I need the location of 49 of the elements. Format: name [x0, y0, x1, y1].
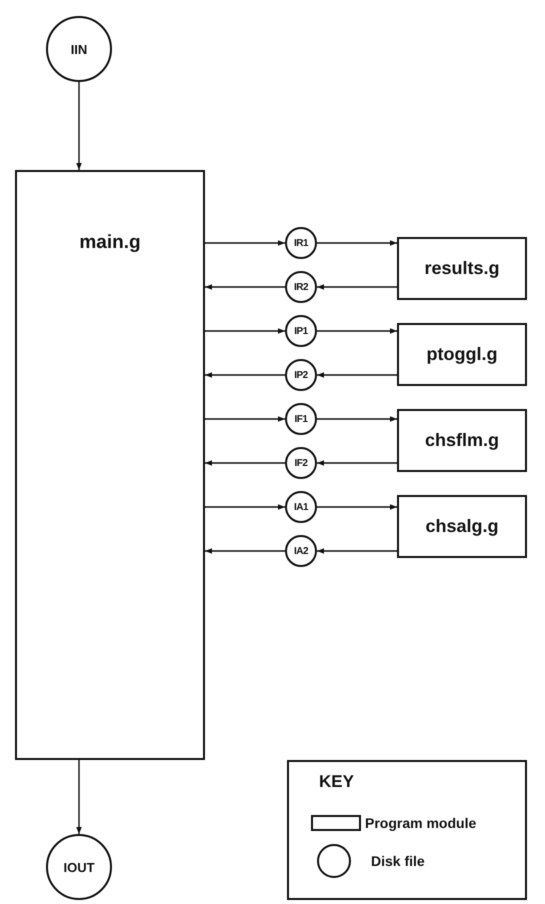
disk-file-circle — [285, 535, 317, 567]
disk-file-circle — [285, 271, 317, 303]
node-label: IP2 — [294, 370, 308, 380]
arrow — [205, 460, 285, 466]
legend-label: Program module — [365, 815, 476, 831]
arrow — [205, 548, 285, 554]
disk-file-circle — [285, 227, 317, 259]
node-label: results.g — [424, 258, 500, 279]
key-title: KEY — [319, 772, 355, 792]
disk-file-circle — [285, 403, 317, 435]
node-label: IF1 — [294, 414, 308, 424]
node-label: IR1 — [294, 238, 308, 248]
arrow — [317, 284, 397, 290]
node-label: IR2 — [294, 282, 308, 292]
arrow — [317, 372, 397, 378]
legend-label: Disk file — [371, 853, 425, 869]
node-label: main.g — [79, 232, 141, 254]
node-label: chsalg.g — [425, 516, 499, 537]
arrow — [317, 240, 397, 246]
node-label: chsflm.g — [424, 430, 499, 451]
node-label: IIN — [70, 42, 88, 56]
arrow — [317, 416, 397, 422]
arrow — [76, 82, 82, 170]
arrow — [76, 760, 82, 834]
arrow — [205, 328, 285, 334]
arrow — [317, 504, 397, 510]
node-label: IA2 — [294, 546, 308, 556]
disk-file-circle — [285, 359, 317, 391]
program-module-box — [15, 170, 205, 760]
node-label: IP1 — [294, 326, 308, 336]
program-module-box — [397, 409, 527, 472]
disk-file-circle — [285, 491, 317, 523]
arrow — [317, 548, 397, 554]
arrow — [205, 372, 285, 378]
program-module-box — [397, 237, 527, 300]
disk-file-circle — [285, 447, 317, 479]
arrow — [317, 460, 397, 466]
arrow — [205, 284, 285, 290]
arrow — [205, 240, 285, 246]
program-module-box — [397, 323, 527, 386]
node-label: IOUT — [63, 860, 95, 874]
node-label: IF2 — [294, 458, 308, 468]
disk-file-circle — [285, 315, 317, 347]
program-module-box — [397, 495, 527, 558]
arrow — [317, 328, 397, 334]
arrow — [205, 416, 285, 422]
node-label: IA1 — [294, 502, 308, 512]
arrow — [205, 504, 285, 510]
node-label: ptoggl.g — [426, 344, 498, 365]
